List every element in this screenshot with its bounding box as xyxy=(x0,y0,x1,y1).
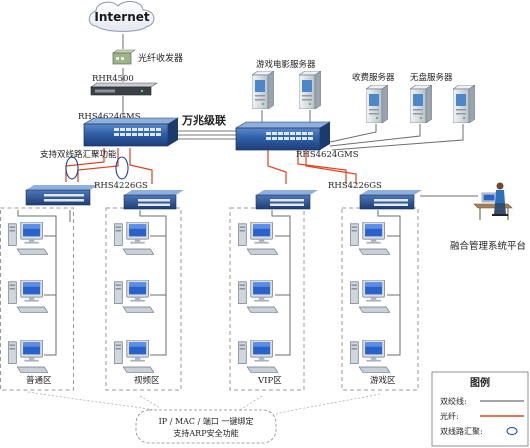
core-switch-left: RHS4624GMS xyxy=(78,112,180,147)
management-workstation xyxy=(473,182,513,220)
zone-normal-label: 普通区 xyxy=(26,375,52,386)
dual-link-note: 支持双线路汇聚功能 xyxy=(40,149,117,160)
zone-normal-box xyxy=(0,207,74,391)
server-icon xyxy=(252,71,274,109)
pc-icon xyxy=(350,222,390,255)
server-diskless: 无盘服务器 xyxy=(410,72,475,123)
zone-normal-pcs xyxy=(8,222,48,373)
zone-video-label: 视频区 xyxy=(134,375,160,386)
pc-icon xyxy=(238,280,278,313)
zone-game-label: 游戏区 xyxy=(370,375,396,386)
internet-label: Internet xyxy=(94,10,149,24)
access-switch-left-label: RHS4226GS xyxy=(94,181,148,191)
binding-note-line1: IP / MAC / 端口 一键绑定 xyxy=(159,416,254,426)
pc-icon xyxy=(8,280,48,313)
core-switch-right: RHS4624GMS xyxy=(234,121,359,160)
server-icon xyxy=(410,85,432,123)
pc-icon xyxy=(8,340,48,373)
fiber-cables xyxy=(65,148,357,184)
optical-transceiver-label: 光纤收发器 xyxy=(138,52,183,64)
legend-title: 图例 xyxy=(470,376,490,389)
legend-fiber-label: 光纤: xyxy=(440,411,459,421)
pc-icon xyxy=(238,222,278,255)
server-icon xyxy=(299,71,321,109)
twisted-pair-cables xyxy=(17,34,478,356)
access-switch-right-label: RHS4226GS xyxy=(328,181,382,191)
access-switch-4 xyxy=(359,190,422,210)
gigabit-cascade-label: 万兆级联 xyxy=(181,113,226,127)
access-switch-3 xyxy=(255,190,318,210)
billing-server-label: 收费服务器 xyxy=(352,72,395,83)
legend-twisted-label: 双绞线: xyxy=(440,396,467,406)
cascade-link xyxy=(176,130,236,140)
server-icon xyxy=(453,85,475,123)
pc-icon xyxy=(350,280,390,313)
server-group-game-movie: 游戏电影服务器 xyxy=(252,59,321,109)
legend: 图例 双绞线: 光纤: 双线路汇聚: xyxy=(431,371,529,447)
legend-aggregation-mark xyxy=(506,427,518,435)
pc-icon xyxy=(350,340,390,373)
router: RHR4500 xyxy=(90,74,158,96)
zone-video-pcs xyxy=(114,222,154,373)
pc-icon xyxy=(238,340,278,373)
internet-cloud: Internet xyxy=(88,1,155,32)
access-switch-2 xyxy=(123,190,184,210)
diskless-server-label: 无盘服务器 xyxy=(410,72,453,83)
pc-icon xyxy=(114,222,154,255)
aggregation-marks xyxy=(65,156,129,180)
pc-icon xyxy=(8,222,48,255)
game-movie-server-label: 游戏电影服务器 xyxy=(256,59,316,70)
mgmt-platform-label: 融合管理系统平台 xyxy=(450,240,526,252)
server-icon xyxy=(366,85,388,123)
server-billing: 收费服务器 xyxy=(352,72,395,123)
core-switch-left-label: RHS4624GMS xyxy=(78,112,141,122)
binding-note-line2: 支持ARP安全功能 xyxy=(173,428,238,438)
pc-icon xyxy=(114,340,154,373)
optical-transceiver: 光纤收发器 xyxy=(112,49,183,65)
binding-note: IP / MAC / 端口 一键绑定 支持ARP安全功能 xyxy=(27,391,381,444)
core-switch-right-label: RHS4624GMS xyxy=(296,150,359,160)
pc-icon xyxy=(114,280,154,313)
zone-game-pcs xyxy=(350,222,390,373)
zone-vip-label: VIP区 xyxy=(257,376,282,386)
legend-aggregation-label: 双线路汇聚: xyxy=(440,426,483,436)
access-switch-1 xyxy=(25,185,98,206)
zone-vip-pcs xyxy=(238,222,278,373)
router-label: RHR4500 xyxy=(92,74,134,84)
